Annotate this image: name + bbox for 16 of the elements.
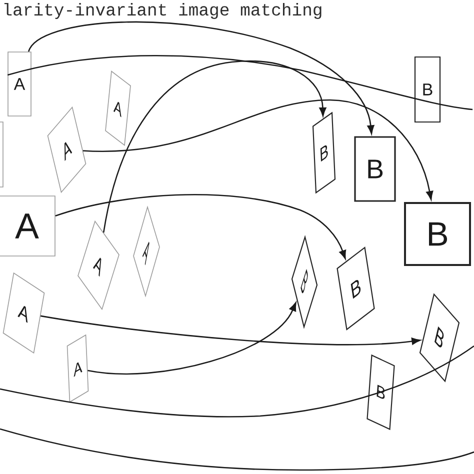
letter-box: B [354,136,396,202]
arrow [28,21,374,134]
letter-box: A [8,52,32,116]
arrow [88,302,296,375]
connector-line [7,54,473,110]
arrow [55,194,346,260]
arrow [40,315,421,346]
skewed-letter-box: A [105,70,131,146]
letter-box: B [404,202,471,266]
letter-box: B [414,56,441,123]
title: larity-invariant image matching [4,2,322,20]
empty-box [0,122,4,188]
arrow [102,60,326,233]
skewed-letter-box: B [336,246,375,330]
letter-box: A [0,196,56,256]
arrow [82,99,434,200]
